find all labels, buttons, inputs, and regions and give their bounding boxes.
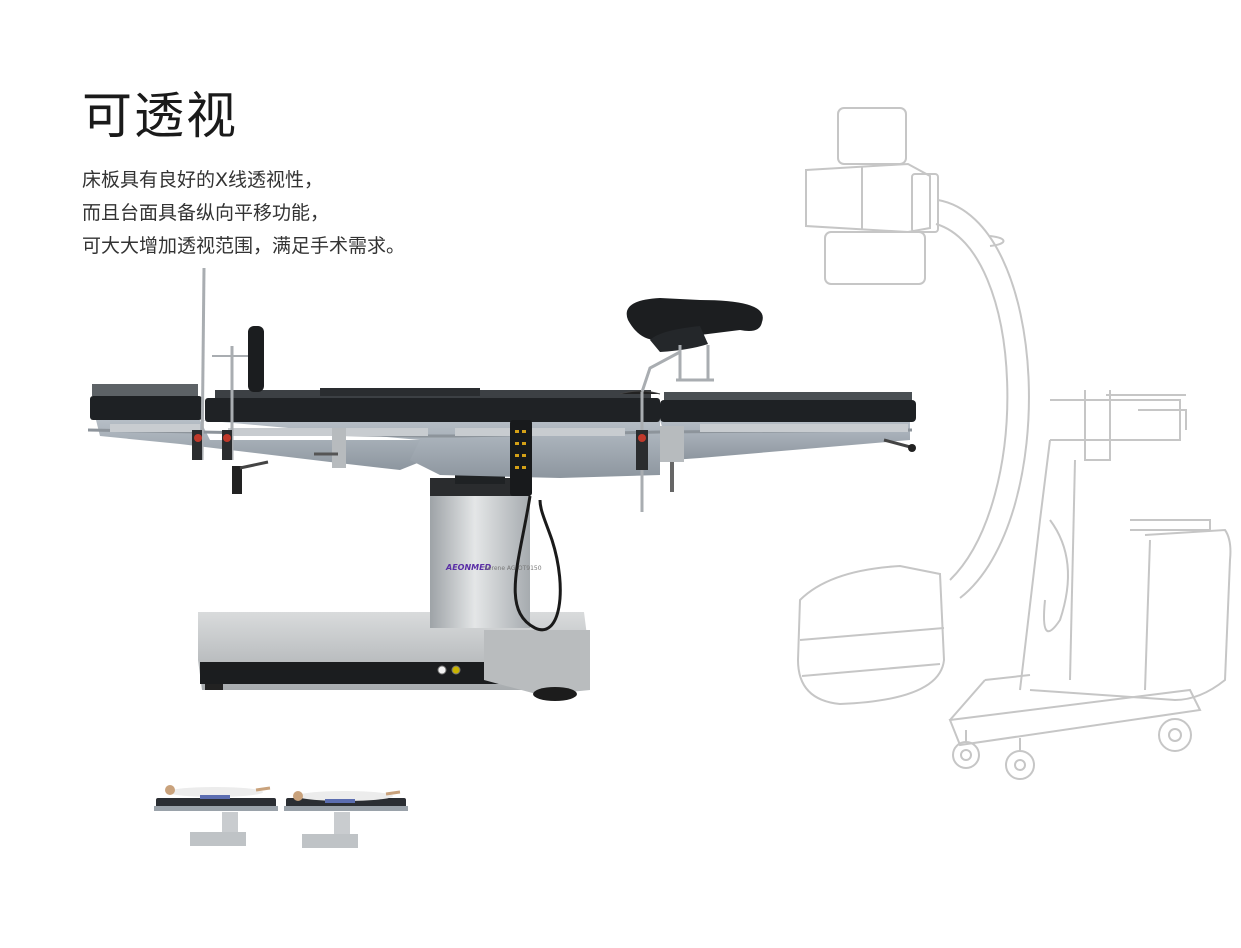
- description-line-2: 而且台面具备纵向平移功能，: [82, 202, 330, 224]
- description-line-1: 床板具有良好的X线透视性，: [82, 169, 324, 191]
- brand-logo: AEONMED: [445, 563, 492, 572]
- model-label: Serene AG-OT9150: [484, 565, 542, 572]
- page-title: 可透视: [82, 87, 238, 145]
- feature-description: 床板具有良好的X线透视性， 而且台面具备纵向平移功能， 可大大增加透视范围，满足…: [82, 164, 405, 263]
- description-line-3: 可大大增加透视范围，满足手术需求。: [82, 235, 406, 257]
